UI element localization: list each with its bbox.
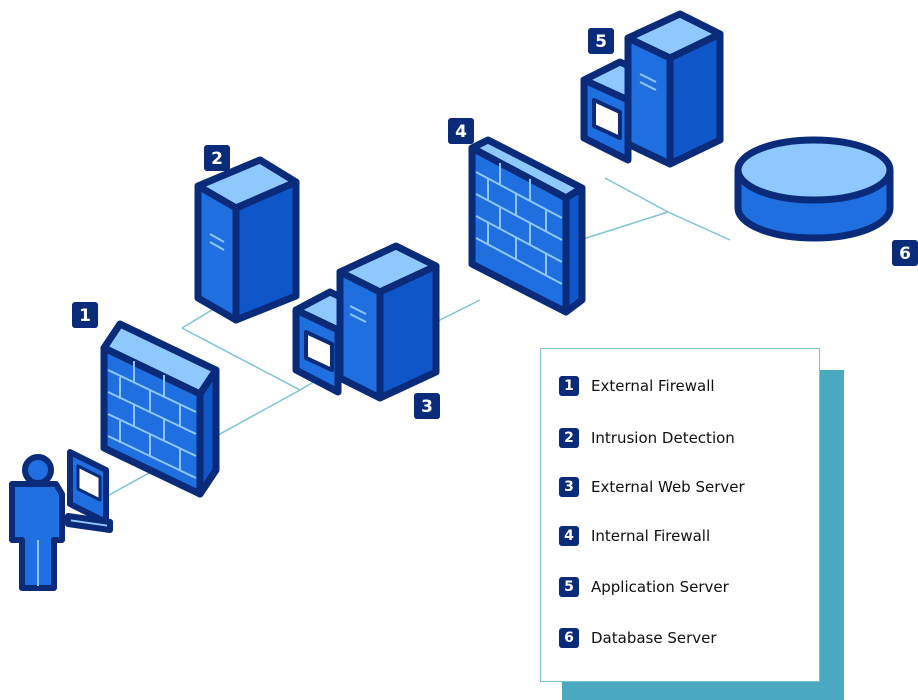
monitor-icon [65, 449, 113, 533]
legend-label: External Web Server [591, 478, 745, 496]
svg-text:2: 2 [211, 149, 223, 169]
svg-text:4: 4 [455, 122, 467, 142]
external-firewall-icon [100, 320, 220, 498]
badge-1: 1 [72, 302, 98, 328]
legend-item-database-server: 6 Database Server [559, 626, 717, 650]
badge-4: 4 [448, 118, 474, 144]
legend-label: Intrusion Detection [591, 429, 735, 447]
badge-2: 2 [204, 145, 230, 171]
svg-text:5: 5 [595, 32, 607, 52]
internal-firewall-icon [468, 136, 586, 316]
external-web-server-icon [292, 242, 440, 402]
badge-6: 6 [892, 240, 918, 266]
legend-badge: 6 [559, 628, 579, 648]
user-icon [9, 454, 65, 591]
legend-item-internal-firewall: 4 Internal Firewall [559, 524, 710, 548]
legend-item-external-web-server: 3 External Web Server [559, 475, 745, 499]
badge-5: 5 [588, 28, 614, 54]
svg-text:6: 6 [899, 244, 911, 264]
legend-badge: 5 [559, 577, 579, 597]
legend-label: Internal Firewall [591, 527, 711, 545]
database-server-icon [734, 136, 894, 242]
legend-label: Database Server [591, 629, 717, 647]
connector-firewall2-hub [579, 211, 669, 241]
legend-badge: 4 [559, 526, 579, 546]
legend-label: Application Server [591, 578, 729, 596]
legend-panel: 1 External Firewall 2 Intrusion Detectio… [540, 348, 820, 682]
svg-text:3: 3 [421, 397, 433, 417]
legend-item-intrusion-detection: 2 Intrusion Detection [559, 426, 735, 450]
connector-appserver-db [604, 177, 731, 241]
legend-badge: 1 [559, 376, 579, 396]
legend-item-application-server: 5 Application Server [559, 575, 729, 599]
legend-badge: 2 [559, 428, 579, 448]
legend-badge: 3 [559, 477, 579, 497]
application-server-icon [580, 10, 724, 168]
legend-label: External Firewall [591, 377, 715, 395]
legend-item-external-firewall: 1 External Firewall [559, 374, 715, 398]
intrusion-detection-server-icon [194, 156, 300, 324]
badge-3: 3 [414, 393, 440, 419]
svg-text:1: 1 [79, 306, 91, 326]
